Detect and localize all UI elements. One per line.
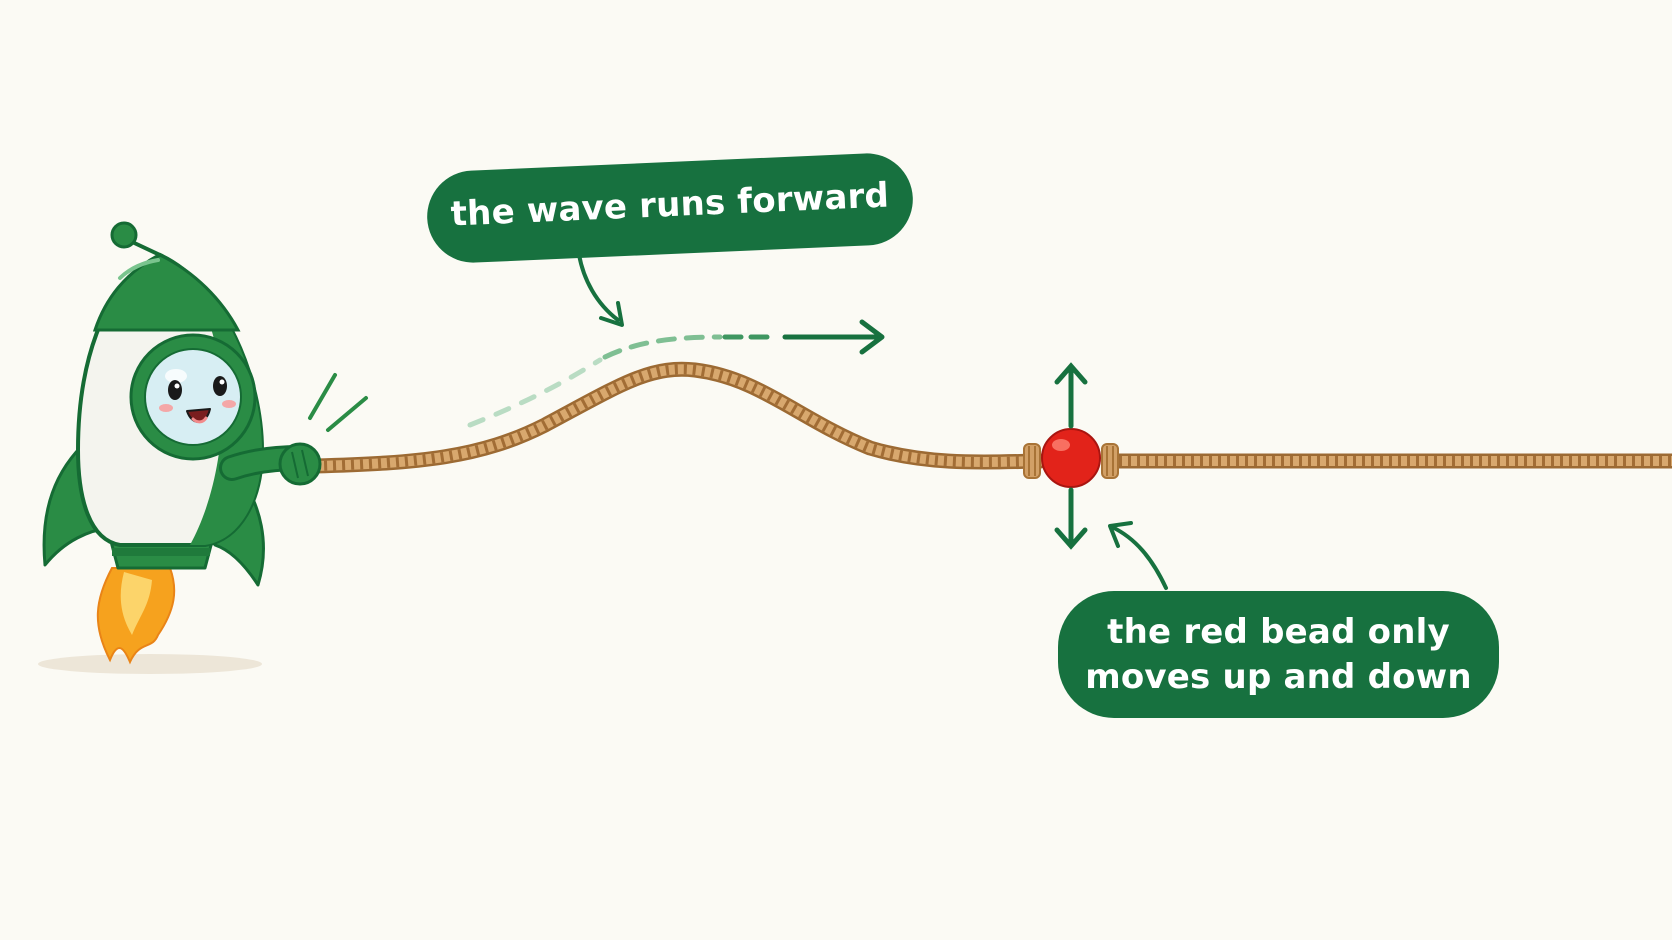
rocket-shadow	[38, 654, 262, 674]
motion-lines	[308, 373, 368, 432]
hand	[278, 442, 322, 486]
bead-callout: the red bead only moves up and down	[1058, 591, 1499, 718]
bead-callout-line-2: moves up and down	[1085, 656, 1472, 697]
wave-direction-arrow	[467, 319, 885, 428]
rope	[307, 361, 1672, 474]
rope-wave-segment	[307, 361, 1048, 474]
bead-callout-pointer	[1110, 525, 1168, 590]
right-eye	[213, 376, 227, 396]
wave-callout-pointer	[576, 246, 620, 322]
wave-callout-text: the wave runs forward	[449, 175, 890, 235]
left-eye	[168, 380, 182, 400]
bead-knots	[1023, 443, 1119, 479]
red-bead-icon	[1041, 428, 1101, 488]
bead-callout-line-1: the red bead only	[1107, 611, 1450, 652]
rocket-mascot-icon	[42, 221, 322, 665]
double-headed-vertical-arrow-icon	[1054, 362, 1088, 550]
